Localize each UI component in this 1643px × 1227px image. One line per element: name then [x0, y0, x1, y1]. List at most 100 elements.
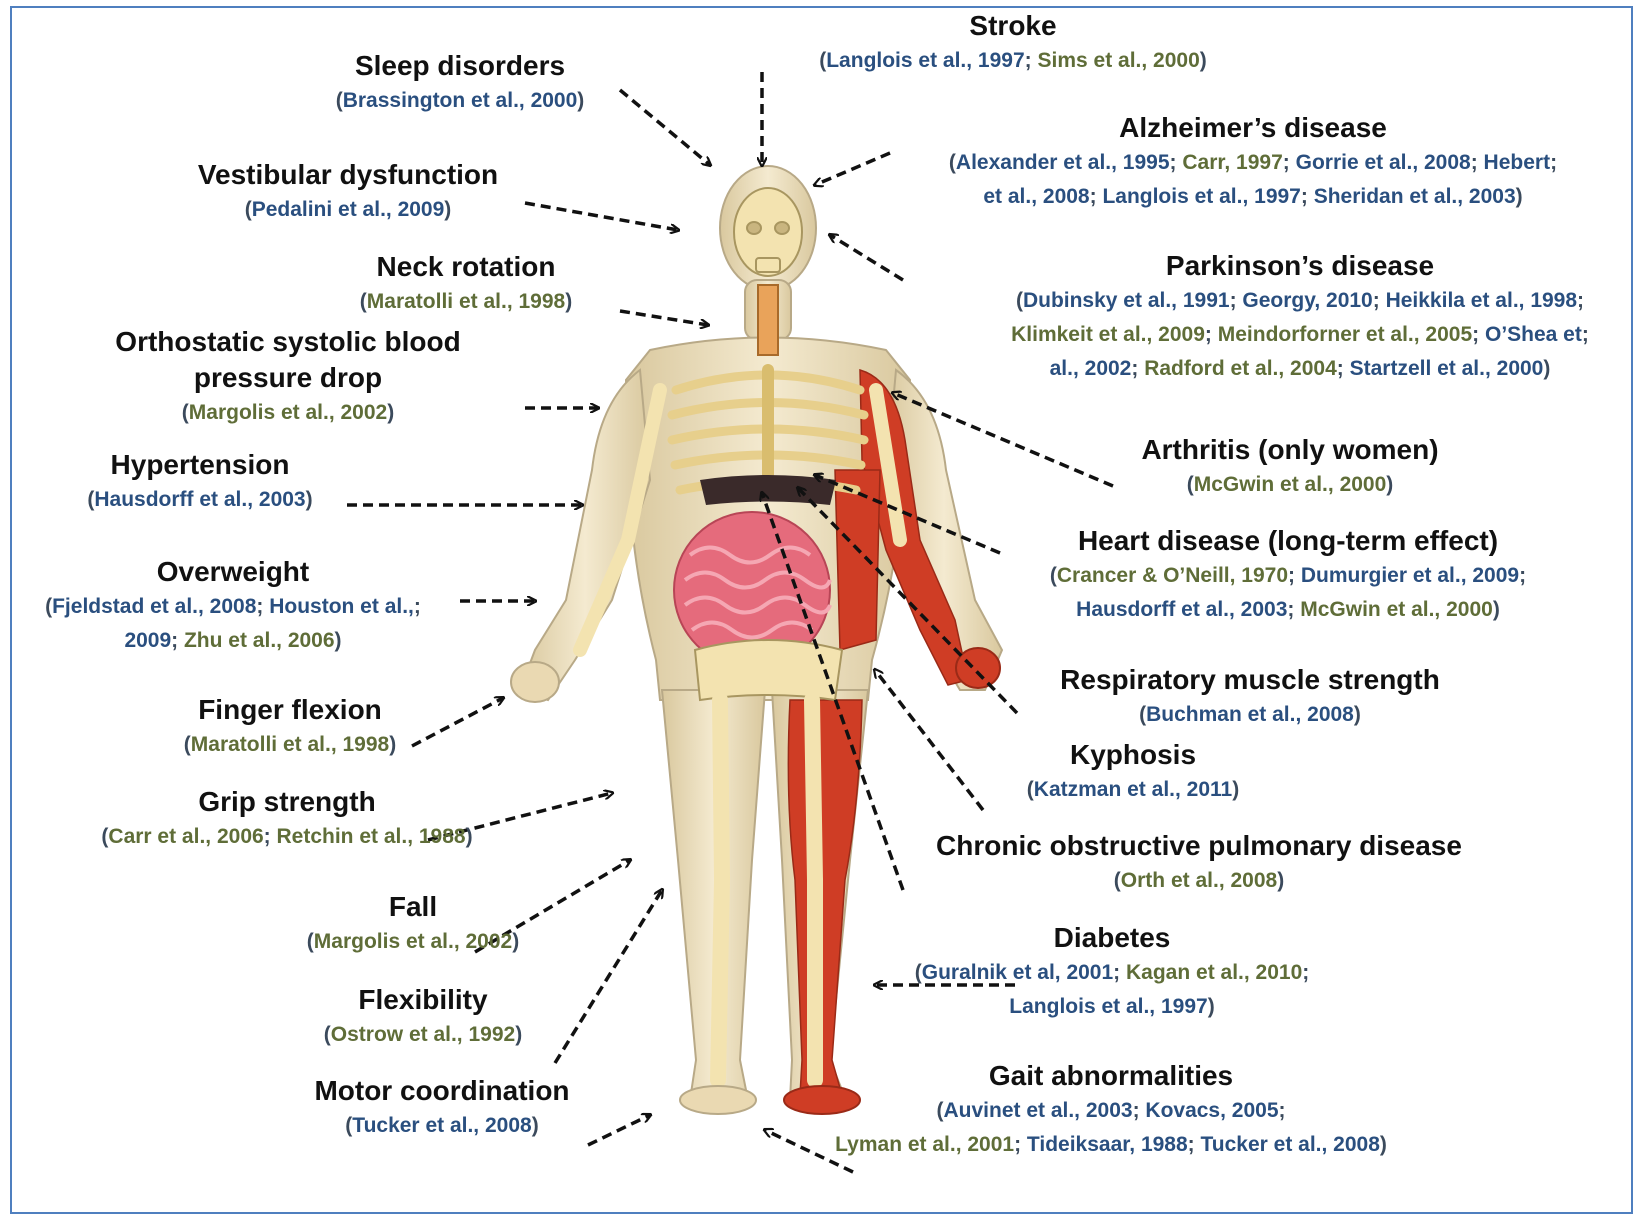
label-heart: Heart disease (long-term effect)(Crancer…: [838, 523, 1643, 627]
citation-ref: Hausdorff et al., 2003: [1076, 598, 1287, 621]
label-title: Diabetes: [662, 920, 1562, 956]
citation-ref: Brassington et al., 2000: [343, 89, 578, 112]
citation-line: (Katzman et al., 2011): [683, 773, 1583, 807]
citation-line: (Carr et al., 2006; Retchin et al., 1988…: [0, 820, 737, 854]
citation-ref: al., 2002: [1050, 357, 1132, 380]
citation-line: (Crancer & O’Neill, 1970; Dumurgier et a…: [838, 559, 1643, 593]
citation-ref: Maratolli et al., 1998: [191, 733, 389, 756]
citation-ref: Tideiksaar, 1988: [1027, 1133, 1188, 1156]
label-copd: Chronic obstructive pulmonary disease(Or…: [749, 828, 1643, 898]
citation-ref: Margolis et al., 2002: [314, 930, 512, 953]
label-orthostatic: Orthostatic systolic bloodpressure drop(…: [0, 324, 738, 430]
citation-line: (Auvinet et al., 2003; Kovacs, 2005;: [661, 1094, 1561, 1128]
citation-ref: Dumurgier et al., 2009: [1301, 564, 1519, 587]
citation-ref: Orth et al., 2008: [1121, 869, 1277, 892]
citation-ref: Alexander et al., 1995: [956, 151, 1170, 174]
label-kyphosis: Kyphosis(Katzman et al., 2011): [683, 737, 1583, 807]
citation-ref: Retchin et al., 1988: [277, 825, 466, 848]
label-hypertension: Hypertension(Hausdorff et al., 2003): [0, 447, 650, 517]
label-neck: Neck rotation(Maratolli et al., 1998): [16, 249, 916, 319]
citation-ref: Guralnik et al, 2001: [922, 961, 1113, 984]
label-title: Flexibility: [0, 982, 873, 1018]
label-gait: Gait abnormalities(Auvinet et al., 2003;…: [661, 1058, 1561, 1162]
label-title: Orthostatic systolic blood: [0, 324, 738, 360]
citation-ref: Tucker et al., 2008: [352, 1114, 531, 1137]
citation-ref: Kovacs, 2005: [1145, 1099, 1278, 1122]
citation-ref: Georgy, 2010: [1242, 289, 1372, 312]
citation-line: Lyman et al., 2001; Tideiksaar, 1988; Tu…: [661, 1128, 1561, 1162]
citation-line: Klimkeit et al., 2009; Meindorforner et …: [850, 318, 1643, 352]
citation-ref: Ostrow et al., 1992: [331, 1023, 515, 1046]
citation-line: (Fjeldstad et al., 2008; Houston et al.,…: [0, 590, 683, 624]
citation-ref: Auvinet et al., 2003: [943, 1099, 1132, 1122]
label-parkinson: Parkinson’s disease(Dubinsky et al., 199…: [850, 248, 1643, 386]
label-title: Finger flexion: [0, 692, 740, 728]
label-title: Grip strength: [0, 784, 737, 820]
citation-ref: Buchman et al., 2008: [1146, 703, 1354, 726]
citation-ref: Langlois et al., 1997: [1009, 995, 1207, 1018]
label-arthritis: Arthritis (only women)(McGwin et al., 20…: [840, 432, 1643, 502]
citation-ref: Carr et al., 2006: [108, 825, 263, 848]
citation-ref: Houston et al.,: [269, 595, 414, 618]
citation-line: (Orth et al., 2008): [749, 864, 1643, 898]
citation-line: (Alexander et al., 1995; Carr, 1997; Gor…: [803, 146, 1643, 180]
citation-line: (Pedalini et al., 2009): [0, 193, 798, 227]
citation-ref: Startzell et al., 2000: [1350, 357, 1544, 380]
label-title: pressure drop: [0, 360, 738, 396]
citation-ref: Klimkeit et al., 2009: [1011, 323, 1205, 346]
label-title: Stroke: [563, 8, 1463, 44]
citation-ref: Maratolli et al., 1998: [367, 290, 565, 313]
citation-ref: Tucker et al., 2008: [1201, 1133, 1380, 1156]
citation-ref: Dubinsky et al., 1991: [1023, 289, 1230, 312]
label-title: Kyphosis: [683, 737, 1583, 773]
label-respiratory: Respiratory muscle strength(Buchman et a…: [800, 662, 1643, 732]
citation-ref: Carr, 1997: [1182, 151, 1282, 174]
label-sleep: Sleep disorders(Brassington et al., 2000…: [10, 48, 910, 118]
citation-ref: Gorrie et al., 2008: [1296, 151, 1471, 174]
citation-ref: Meindorforner et al., 2005: [1218, 323, 1472, 346]
citation-ref: Crancer & O’Neill, 1970: [1057, 564, 1288, 587]
label-title: Heart disease (long-term effect): [838, 523, 1643, 559]
citation-ref: Margolis et al., 2002: [189, 401, 387, 424]
citation-line: (McGwin et al., 2000): [840, 468, 1643, 502]
citation-ref: Hebert: [1484, 151, 1551, 174]
label-title: Overweight: [0, 554, 683, 590]
citation-line: (Brassington et al., 2000): [10, 84, 910, 118]
label-title: Parkinson’s disease: [850, 248, 1643, 284]
citation-ref: Katzman et al., 2011: [1034, 778, 1232, 801]
label-grip: Grip strength(Carr et al., 2006; Retchin…: [0, 784, 737, 854]
citation-line: (Margolis et al., 2002): [0, 396, 738, 430]
citation-ref: Kagan et al., 2010: [1126, 961, 1302, 984]
label-overweight: Overweight(Fjeldstad et al., 2008; Houst…: [0, 554, 683, 658]
citation-ref: McGwin et al., 2000: [1300, 598, 1493, 621]
label-finger: Finger flexion(Maratolli et al., 1998): [0, 692, 740, 762]
citation-line: (Maratolli et al., 1998): [0, 728, 740, 762]
citation-ref: O’Shea et: [1485, 323, 1582, 346]
citation-ref: McGwin et al., 2000: [1194, 473, 1387, 496]
citation-ref: Radford et al., 2004: [1144, 357, 1337, 380]
label-title: Chronic obstructive pulmonary disease: [749, 828, 1643, 864]
citation-line: (Dubinsky et al., 1991; Georgy, 2010; He…: [850, 284, 1643, 318]
citation-ref: Hausdorff et al., 2003: [94, 488, 305, 511]
label-title: Neck rotation: [16, 249, 916, 285]
citation-ref: Sheridan et al., 2003: [1314, 185, 1516, 208]
citation-ref: Sims et al., 2000: [1037, 49, 1199, 72]
label-flexibility: Flexibility(Ostrow et al., 1992): [0, 982, 873, 1052]
citation-line: (Ostrow et al., 1992): [0, 1018, 873, 1052]
label-title: Hypertension: [0, 447, 650, 483]
citation-line: (Buchman et al., 2008): [800, 698, 1643, 732]
label-title: Alzheimer’s disease: [803, 110, 1643, 146]
citation-ref: Langlois et al., 1997: [1102, 185, 1300, 208]
label-title: Vestibular dysfunction: [0, 157, 798, 193]
label-title: Arthritis (only women): [840, 432, 1643, 468]
citation-line: et al., 2008; Langlois et al., 1997; She…: [803, 180, 1643, 214]
citation-line: 2009; Zhu et al., 2006): [0, 624, 683, 658]
citation-ref: Lyman et al., 2001: [835, 1133, 1014, 1156]
citation-line: (Maratolli et al., 1998): [16, 285, 916, 319]
label-title: Sleep disorders: [10, 48, 910, 84]
citation-ref: Heikkila et al., 1998: [1386, 289, 1577, 312]
label-vestibular: Vestibular dysfunction(Pedalini et al., …: [0, 157, 798, 227]
citation-ref: 2009: [124, 629, 171, 652]
label-title: Gait abnormalities: [661, 1058, 1561, 1094]
label-alzheimer: Alzheimer’s disease(Alexander et al., 19…: [803, 110, 1643, 214]
